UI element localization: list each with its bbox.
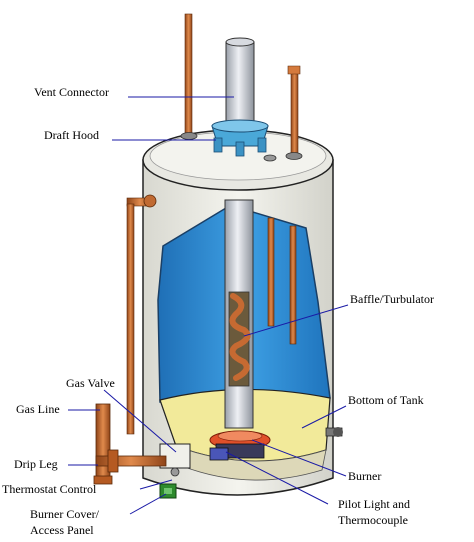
label-baffle-turbulator: Baffle/Turbulator: [350, 292, 434, 306]
dip-tube: [267, 217, 275, 327]
label-burner: Burner: [348, 469, 381, 483]
label-burner-cover-line2: Access Panel: [30, 523, 94, 537]
burner-assembly: [209, 430, 271, 461]
label-vent-connector: Vent Connector: [34, 85, 109, 99]
label-gas-line: Gas Line: [16, 402, 60, 416]
label-drip-leg: Drip Leg: [14, 457, 58, 471]
hot-water-pipe: [285, 65, 303, 160]
anode-rod: [289, 225, 297, 345]
relief-valve: [126, 194, 157, 435]
gas-line-pipe: [93, 403, 167, 485]
vent-connector: [225, 41, 255, 129]
access-panel: [159, 483, 177, 499]
label-pilot-light-line1: Pilot Light and: [338, 497, 410, 511]
label-burner-cover-line1: Burner Cover/: [30, 507, 100, 521]
label-pilot-light-line2: Thermocouple: [338, 513, 408, 527]
label-draft-hood: Draft Hood: [44, 128, 99, 142]
label-thermostat-control: Thermostat Control: [2, 482, 97, 496]
baffle-turbulator: [229, 293, 251, 381]
label-gas-valve: Gas Valve: [66, 376, 115, 390]
label-bottom-of-tank: Bottom of Tank: [348, 393, 424, 407]
draft-hood: [211, 119, 269, 157]
leader-lines: [68, 96, 349, 515]
drain-valve: [325, 427, 343, 437]
cold-water-pipe: [180, 13, 198, 140]
